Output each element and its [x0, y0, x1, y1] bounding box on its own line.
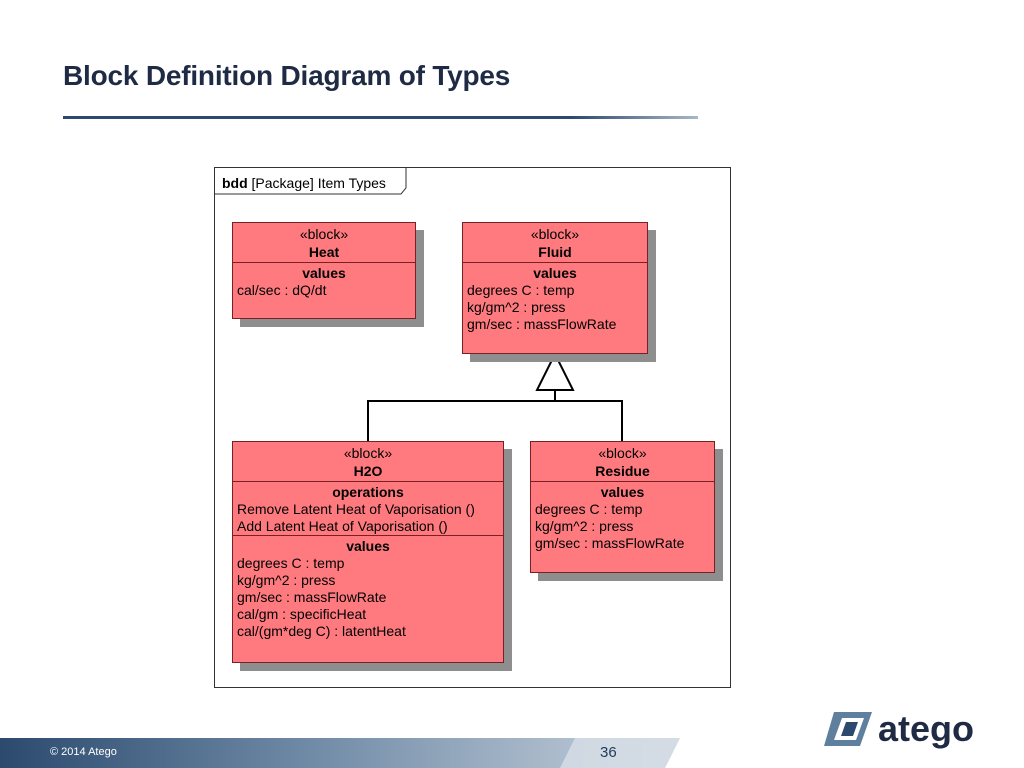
block-h2o-name: H2O	[353, 463, 383, 479]
page-number: 36	[600, 744, 617, 761]
frame-label: [Package] Item Types	[251, 175, 386, 191]
title-underline	[63, 116, 698, 119]
value-line: kg/gm^2 : press	[535, 518, 634, 534]
block-fluid[interactable]: «block» Fluid values degrees C : temp kg…	[462, 222, 648, 354]
block-residue[interactable]: «block» Residue values degrees C : temp …	[530, 441, 715, 573]
value-line: gm/sec : massFlowRate	[237, 589, 387, 605]
block-fluid-values: values degrees C : temp kg/gm^2 : press …	[463, 263, 647, 333]
values-compartment-title: values	[533, 265, 577, 281]
block-heat-values: values cal/sec : dQ/dt	[233, 263, 415, 299]
block-residue-values: values degrees C : temp kg/gm^2 : press …	[531, 482, 714, 552]
value-line: kg/gm^2 : press	[467, 299, 566, 315]
value-line: degrees C : temp	[467, 282, 575, 298]
block-residue-stereotype: «block»	[598, 445, 647, 461]
value-line: cal/(gm*deg C) : latentHeat	[237, 623, 406, 639]
operation-line: Add Latent Heat of Vaporisation ()	[237, 518, 448, 534]
block-heat-name: Heat	[308, 244, 340, 260]
value-line: gm/sec : massFlowRate	[535, 535, 685, 551]
atego-logo: atego	[824, 706, 1004, 752]
block-h2o[interactable]: «block» H2O operations Remove Latent Hea…	[232, 441, 504, 663]
value-line: cal/sec : dQ/dt	[237, 282, 327, 298]
block-h2o-stereotype: «block»	[343, 445, 393, 461]
operation-line: Remove Latent Heat of Vaporisation ()	[237, 501, 475, 517]
frame-tab: bdd [Package] Item Types	[215, 168, 407, 195]
block-fluid-stereotype: «block»	[530, 226, 580, 242]
footer-bar	[0, 738, 680, 768]
generalization-branches	[367, 400, 623, 441]
value-line: degrees C : temp	[237, 555, 345, 571]
footer-copyright: © 2014 Atego	[50, 746, 117, 758]
value-line: gm/sec : massFlowRate	[467, 316, 617, 332]
frame-tab-outline	[215, 168, 407, 195]
value-line: degrees C : temp	[535, 501, 643, 517]
block-residue-name: Residue	[595, 463, 650, 479]
block-h2o-operations: operations Remove Latent Heat of Vaporis…	[233, 482, 503, 535]
generalization-arrowhead	[535, 351, 575, 391]
values-compartment-title: values	[600, 484, 645, 500]
values-compartment-title: values	[302, 265, 346, 281]
frame-kind: bdd	[222, 175, 248, 191]
block-heat[interactable]: «block» Heat values cal/sec : dQ/dt	[232, 222, 416, 319]
operations-compartment-title: operations	[332, 484, 404, 500]
value-line: kg/gm^2 : press	[237, 572, 336, 588]
values-compartment-title: values	[346, 538, 390, 554]
atego-logo-icon: atego	[824, 708, 974, 749]
svg-text:atego: atego	[878, 708, 974, 749]
value-line: cal/gm : specificHeat	[237, 606, 367, 622]
block-heat-stereotype: «block»	[299, 226, 349, 242]
block-h2o-values: values degrees C : temp kg/gm^2 : press …	[233, 535, 503, 640]
slide-title: Block Definition Diagram of Types	[63, 60, 511, 91]
block-fluid-name: Fluid	[538, 244, 572, 260]
